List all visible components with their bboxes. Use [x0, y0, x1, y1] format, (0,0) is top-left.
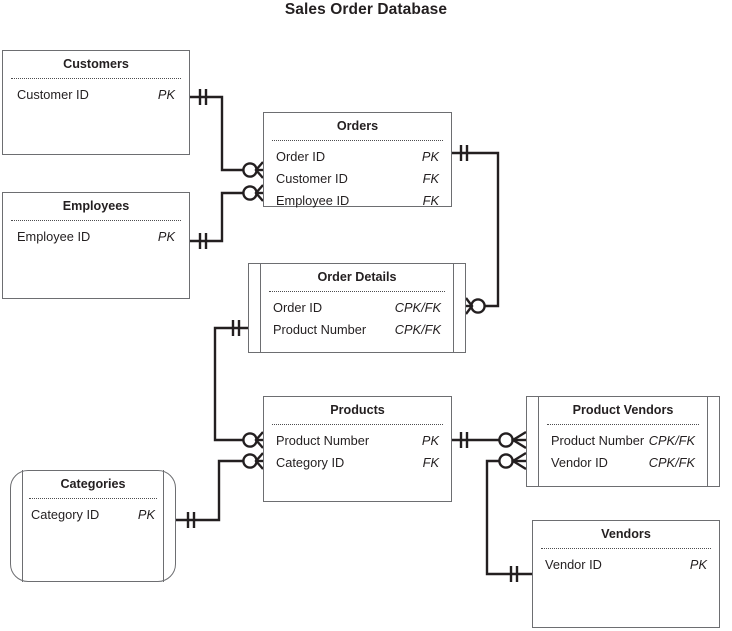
attribute-list: Category ID PK	[11, 504, 175, 526]
attribute-key: PK	[421, 149, 439, 164]
attribute-list: Customer ID PK	[3, 84, 189, 106]
entity-divider	[547, 424, 699, 425]
entity-name-customers: Customers	[63, 57, 129, 71]
entity-product-vendors[interactable]: Product Vendors Product Number CPK/FK Ve…	[526, 395, 720, 488]
entity-divider	[269, 291, 445, 292]
entity-products[interactable]: Products Product Number PK Category ID F…	[263, 396, 452, 502]
associative-entity-bar-right	[707, 395, 708, 488]
relationship-employees-orders	[190, 184, 264, 249]
attribute-name: Order ID	[273, 300, 323, 315]
attribute-list: Employee ID PK	[3, 226, 189, 248]
entity-vendors[interactable]: Vendors Vendor ID PK	[532, 520, 720, 628]
entity-order-details[interactable]: Order Details Order ID CPK/FK Product Nu…	[248, 262, 466, 354]
entity-name-vendors: Vendors	[601, 527, 651, 541]
associative-entity-bar-left	[22, 469, 23, 583]
associative-entity-bar-left	[538, 395, 539, 488]
relationship-vendors-product-vendors	[485, 451, 532, 582]
attribute-list: Order ID CPK/FK Product Number CPK/FK	[249, 297, 465, 341]
attribute-list: Vendor ID PK	[533, 554, 719, 576]
entity-divider	[11, 78, 181, 79]
attribute-name: Product Number	[551, 433, 645, 448]
attribute-row[interactable]: Category ID PK	[31, 504, 155, 526]
entity-divider	[541, 548, 711, 549]
attribute-name: Category ID	[31, 507, 100, 522]
diagram-title: Sales Order Database	[284, 1, 448, 18]
attribute-name: Employee ID	[17, 229, 91, 244]
entity-name-product-vendors: Product Vendors	[572, 403, 674, 417]
entity-name-employees: Employees	[62, 199, 130, 213]
attribute-row[interactable]: Employee ID PK	[17, 226, 175, 248]
attribute-name: Category ID	[276, 455, 345, 470]
attribute-row[interactable]: Order ID PK	[276, 146, 439, 168]
entity-divider	[272, 140, 443, 141]
attribute-name: Order ID	[276, 149, 326, 164]
attribute-row[interactable]: Vendor ID CPK/FK	[551, 452, 695, 474]
attribute-key: CPK/FK	[648, 433, 695, 448]
relationship-order-details-products	[213, 320, 264, 449]
entity-customers[interactable]: Customers Customer ID PK	[2, 50, 190, 155]
entity-name-orders: Orders	[336, 119, 379, 133]
relationship-categories-products	[176, 452, 264, 528]
attribute-key: CPK/FK	[394, 322, 441, 337]
entity-categories[interactable]: Categories Category ID PK	[10, 469, 176, 583]
entity-divider	[11, 220, 181, 221]
attribute-row[interactable]: Product Number CPK/FK	[551, 430, 695, 452]
entity-employees[interactable]: Employees Employee ID PK	[2, 192, 190, 299]
entity-name-order-details: Order Details	[317, 270, 397, 284]
attribute-list: Order ID PK Customer ID FK Employee ID F…	[264, 146, 451, 212]
attribute-key: CPK/FK	[394, 300, 441, 315]
attribute-name: Vendor ID	[545, 557, 602, 572]
attribute-name: Vendor ID	[551, 455, 608, 470]
attribute-key: PK	[157, 229, 175, 244]
associative-entity-bar-right	[163, 469, 164, 583]
attribute-list: Product Number PK Category ID FK	[264, 430, 451, 474]
attribute-key: FK	[422, 193, 439, 208]
attribute-key: PK	[689, 557, 707, 572]
attribute-name: Product Number	[273, 322, 367, 337]
entity-divider	[29, 498, 157, 499]
relationship-customers-orders	[190, 89, 264, 179]
associative-entity-bar-right	[453, 262, 454, 354]
attribute-row[interactable]: Customer ID FK	[276, 168, 439, 190]
attribute-key: FK	[422, 171, 439, 186]
attribute-name: Employee ID	[276, 193, 350, 208]
attribute-row[interactable]: Product Number CPK/FK	[273, 319, 441, 341]
relationship-orders-order-details	[452, 145, 500, 315]
attribute-key: PK	[421, 433, 439, 448]
attribute-key: PK	[137, 507, 155, 522]
entity-name-categories: Categories	[60, 477, 126, 491]
entity-divider	[272, 424, 443, 425]
entity-orders[interactable]: Orders Order ID PK Customer ID FK Employ…	[263, 112, 452, 208]
attribute-list: Product Number CPK/FK Vendor ID CPK/FK	[527, 430, 719, 474]
attribute-row[interactable]: Product Number PK	[276, 430, 439, 452]
attribute-row[interactable]: Order ID CPK/FK	[273, 297, 441, 319]
relationship-products-product-vendors	[452, 430, 527, 450]
attribute-key: FK	[422, 455, 439, 470]
associative-entity-bar-left	[260, 262, 261, 354]
attribute-row[interactable]: Employee ID FK	[276, 190, 439, 212]
attribute-name: Customer ID	[17, 87, 89, 102]
entity-name-products: Products	[330, 403, 385, 417]
attribute-row[interactable]: Category ID FK	[276, 452, 439, 474]
attribute-key: PK	[157, 87, 175, 102]
attribute-row[interactable]: Vendor ID PK	[545, 554, 707, 576]
attribute-name: Product Number	[276, 433, 370, 448]
attribute-row[interactable]: Customer ID PK	[17, 84, 175, 106]
attribute-key: CPK/FK	[648, 455, 695, 470]
attribute-name: Customer ID	[276, 171, 348, 186]
